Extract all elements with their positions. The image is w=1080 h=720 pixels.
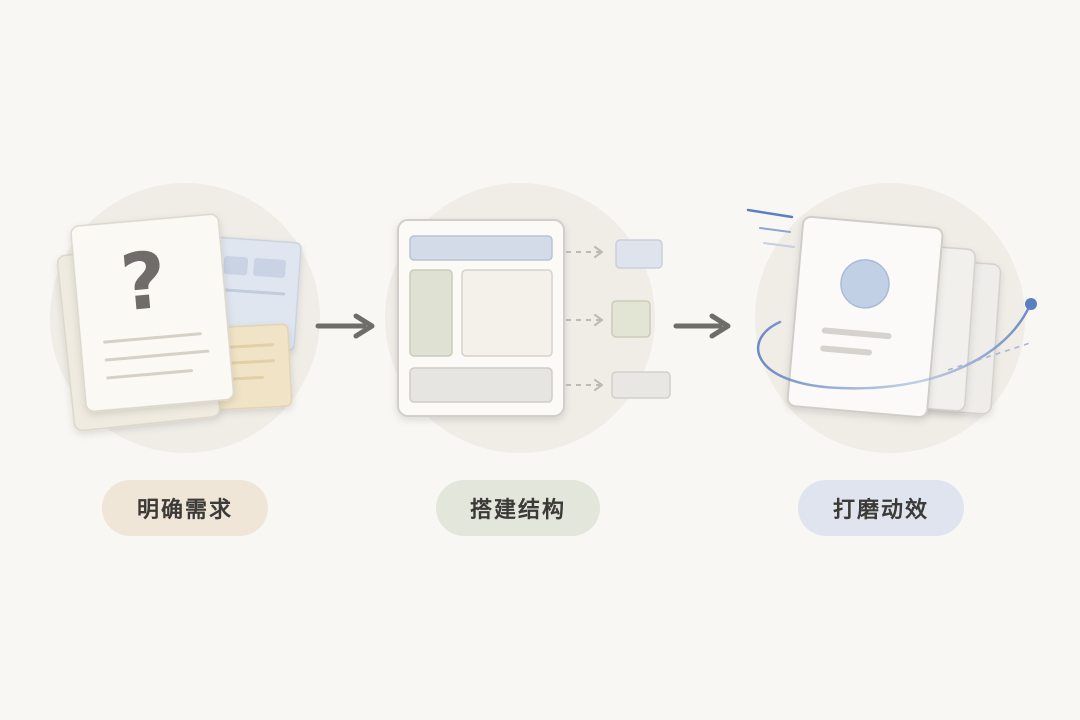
svg-text:?: ? xyxy=(117,236,170,330)
step-label-polish-motion: 打磨动效 xyxy=(798,480,964,536)
step-label-clarify-requirements: 明确需求 xyxy=(102,480,268,536)
layout-wireframe-icon xyxy=(385,183,671,453)
arrow-right-icon xyxy=(673,313,731,339)
arrow-right-icon xyxy=(315,313,375,339)
step-3-label: 打磨动效 xyxy=(832,498,929,523)
step-1-label: 明确需求 xyxy=(136,498,233,523)
step-label-build-structure: 搭建结构 xyxy=(436,480,600,536)
documents-question-icon: ? xyxy=(50,183,320,453)
step-2-label: 搭建结构 xyxy=(469,498,566,523)
motion-cards-icon xyxy=(746,183,1037,453)
